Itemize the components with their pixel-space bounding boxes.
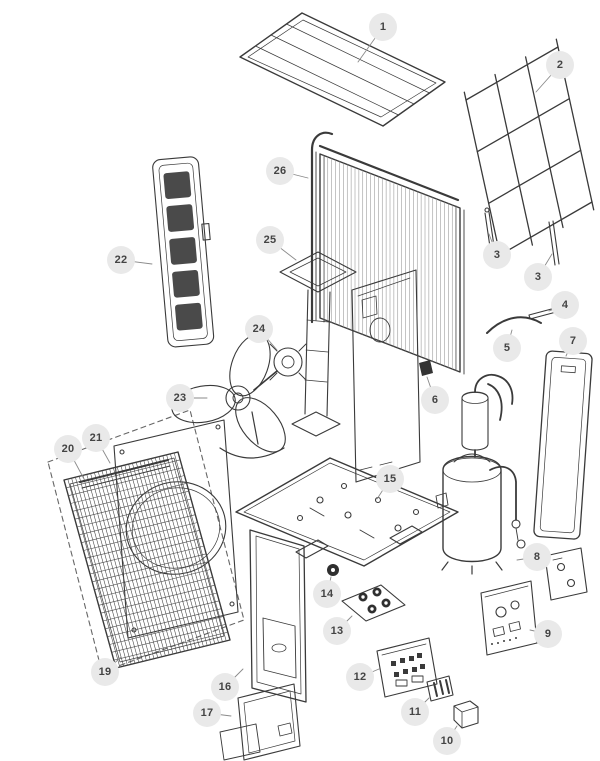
- part-pcb: [376, 637, 438, 698]
- part-small-pipe: [486, 316, 542, 334]
- part-front-grille: [63, 451, 231, 669]
- part-fan-motor: [253, 343, 307, 391]
- part-valve-plate: [544, 547, 588, 601]
- part-wire-grille: [463, 38, 595, 264]
- part-coil-rod-a: [484, 207, 495, 248]
- part-right-side-panel: [533, 350, 593, 540]
- part-thermistor: [419, 360, 433, 376]
- part-pipe-clip: [528, 306, 561, 320]
- part-side-louver-panel: [152, 156, 215, 348]
- part-grommet: [327, 564, 339, 576]
- part-coil-pipe: [310, 131, 460, 324]
- part-relay: [453, 700, 479, 729]
- part-service-cover: [219, 683, 301, 761]
- part-fan-propeller: [171, 333, 286, 459]
- part-coil-rod-b: [548, 220, 560, 266]
- part-top-cover: [239, 12, 446, 127]
- part-grommet-plate: [341, 584, 406, 622]
- part-base-pan: [235, 457, 459, 567]
- part-front-panel: [249, 529, 307, 703]
- part-partition-panel: [351, 269, 421, 483]
- part-compressor: [435, 373, 526, 575]
- part-refrigerant-pipes: [474, 373, 517, 521]
- dashed-boundary: [47, 409, 245, 673]
- part-grille-trim: [79, 459, 171, 489]
- part-terminal-block: [426, 675, 454, 702]
- part-motor-mount: [279, 251, 357, 437]
- part-condenser-coil: [310, 131, 561, 376]
- part-control-box: [480, 580, 538, 656]
